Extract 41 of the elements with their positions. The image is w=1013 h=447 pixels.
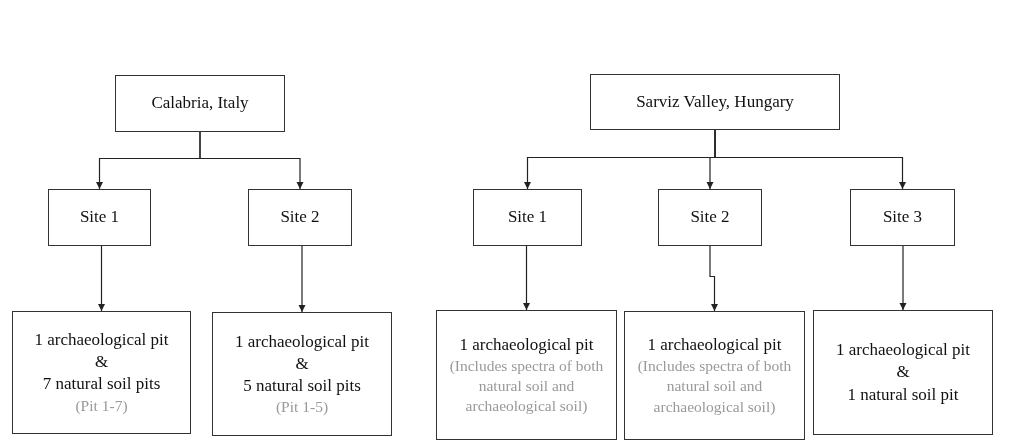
arrow — [899, 245, 907, 311]
region-box — [115, 75, 285, 132]
pit-box — [436, 310, 617, 440]
pit-box — [813, 310, 993, 435]
arrow — [709, 245, 718, 312]
pit-box — [12, 311, 191, 434]
pit-text: & — [896, 361, 910, 384]
site-label: Site 3 — [882, 206, 923, 229]
pit-box — [624, 311, 805, 440]
site-box — [248, 189, 352, 246]
site-label: Site 2 — [690, 206, 730, 229]
site-box — [850, 189, 955, 246]
pit-text: 1 archaeological pit — [234, 330, 370, 353]
pit-text: & — [94, 351, 109, 374]
site-label: Site 2 — [280, 206, 320, 229]
pit-text: 1 natural soil pit — [847, 383, 959, 406]
site-label: Site 1 — [507, 206, 548, 229]
pit-text: & — [295, 352, 309, 375]
region-box — [590, 74, 840, 130]
pit-text: 5 natural soil pits — [243, 374, 361, 397]
arrow — [98, 245, 105, 312]
arrow — [523, 245, 530, 311]
site-box — [658, 189, 762, 246]
note-text: (Pit 1-5) — [274, 397, 330, 418]
region-label: Sarviz Valley, Hungary — [636, 90, 794, 113]
pit-text: 7 natural soil pits — [42, 373, 161, 396]
pit-box — [212, 312, 392, 436]
pit-text: 1 archaeological pit — [835, 339, 971, 362]
site-box — [473, 189, 582, 246]
site-label: Site 1 — [79, 206, 120, 229]
pit-text: 1 archaeological pit — [459, 333, 594, 356]
note-text: (Includes spectra of both natural soil and archaeological soil) — [636, 356, 793, 417]
site-box — [48, 189, 151, 246]
note-text: (Pit 1-7) — [74, 395, 129, 416]
arrow — [714, 129, 906, 190]
pit-text: 1 archaeological pit — [647, 334, 782, 357]
pit-text: 1 archaeological pit — [34, 329, 169, 352]
arrow — [298, 245, 306, 313]
note-text: (Includes spectra of both natural soil and archaeological soil) — [448, 355, 605, 417]
region-label: Calabria, Italy — [151, 92, 249, 115]
arrow — [199, 131, 304, 190]
